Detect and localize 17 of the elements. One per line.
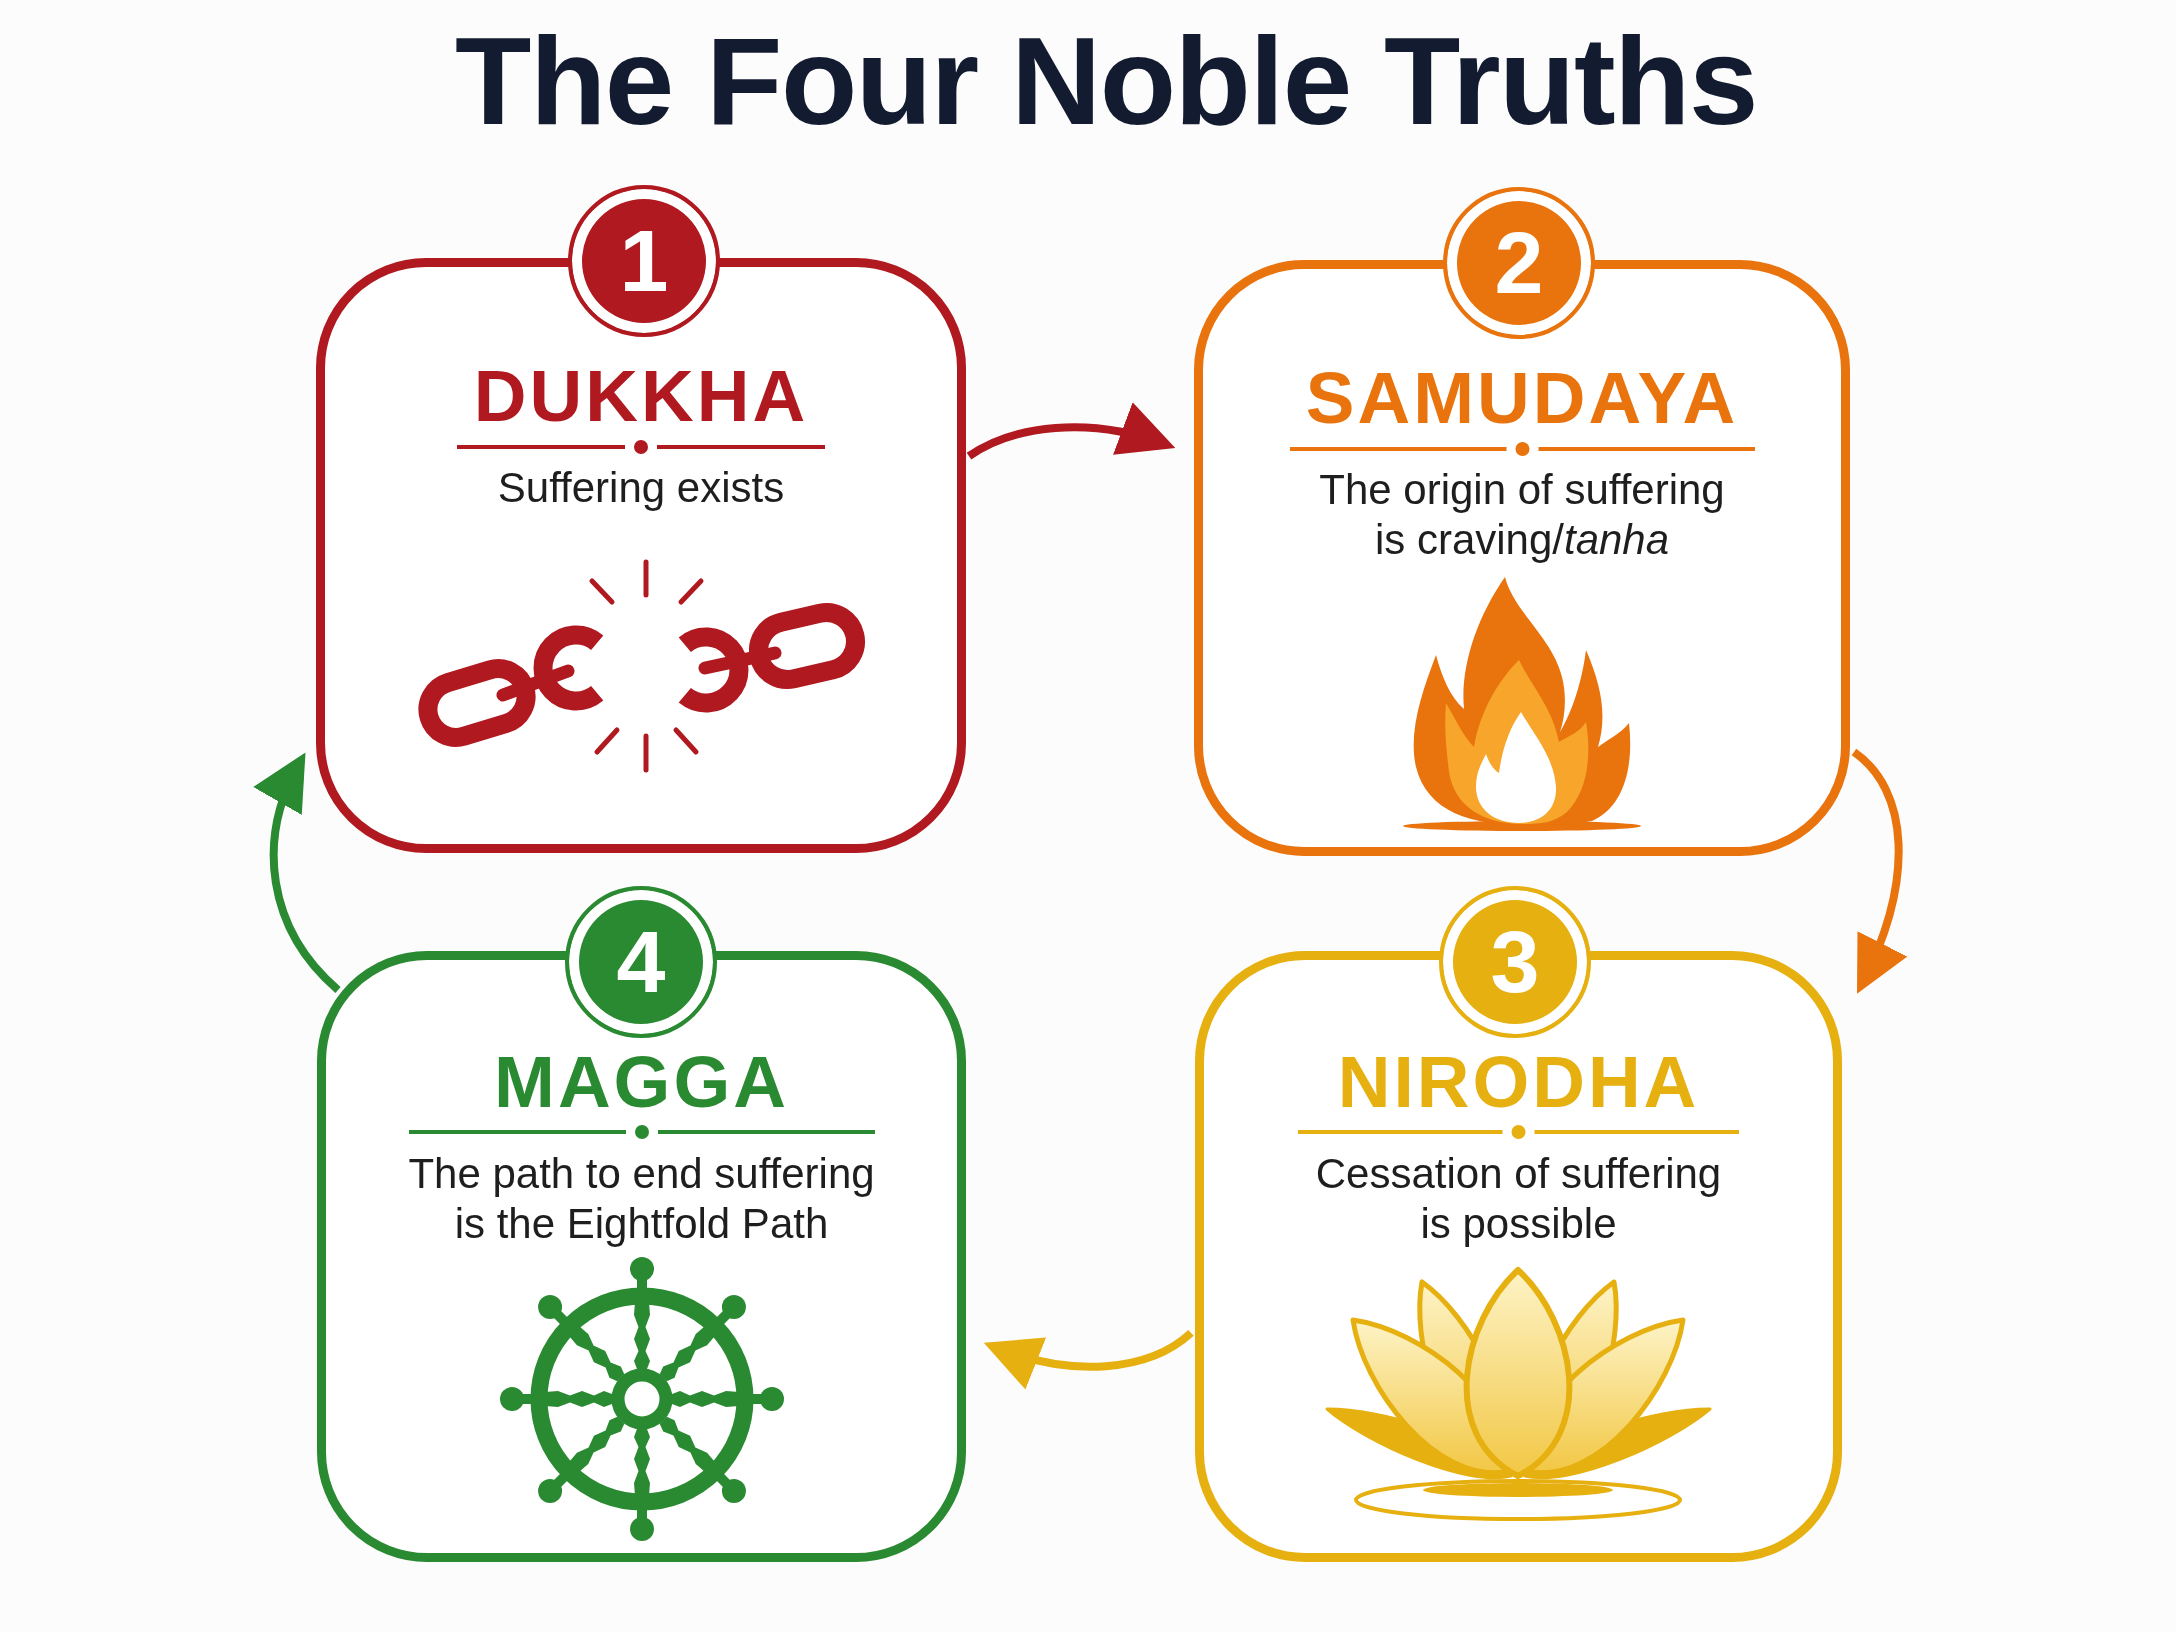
curved-arrow xyxy=(966,403,1176,460)
truth-title: MAGGA xyxy=(494,1045,789,1118)
curved-arrow xyxy=(254,752,341,993)
truth-description: Suffering exists xyxy=(497,463,785,513)
diagram-title: The Four Noble Truths xyxy=(455,18,1757,143)
truth-title: NIRODHA xyxy=(1337,1045,1700,1118)
curved-arrow xyxy=(983,1329,1194,1389)
truth-description: Cessation of suffering is possible xyxy=(1314,1149,1723,1249)
step-number: 2 xyxy=(1494,219,1544,307)
truth-description: The origin of suffering is craving/tanha xyxy=(1318,465,1726,565)
truth-description: The path to end suffering is the Eightfold Path xyxy=(407,1149,876,1249)
truth-title: SAMUDAYA xyxy=(1305,361,1739,434)
step-number: 3 xyxy=(1490,918,1540,1006)
step-number: 1 xyxy=(619,217,669,305)
truth-title: DUKKHA xyxy=(473,359,809,432)
curved-arrow xyxy=(1851,748,1907,994)
step-number: 4 xyxy=(616,918,666,1006)
